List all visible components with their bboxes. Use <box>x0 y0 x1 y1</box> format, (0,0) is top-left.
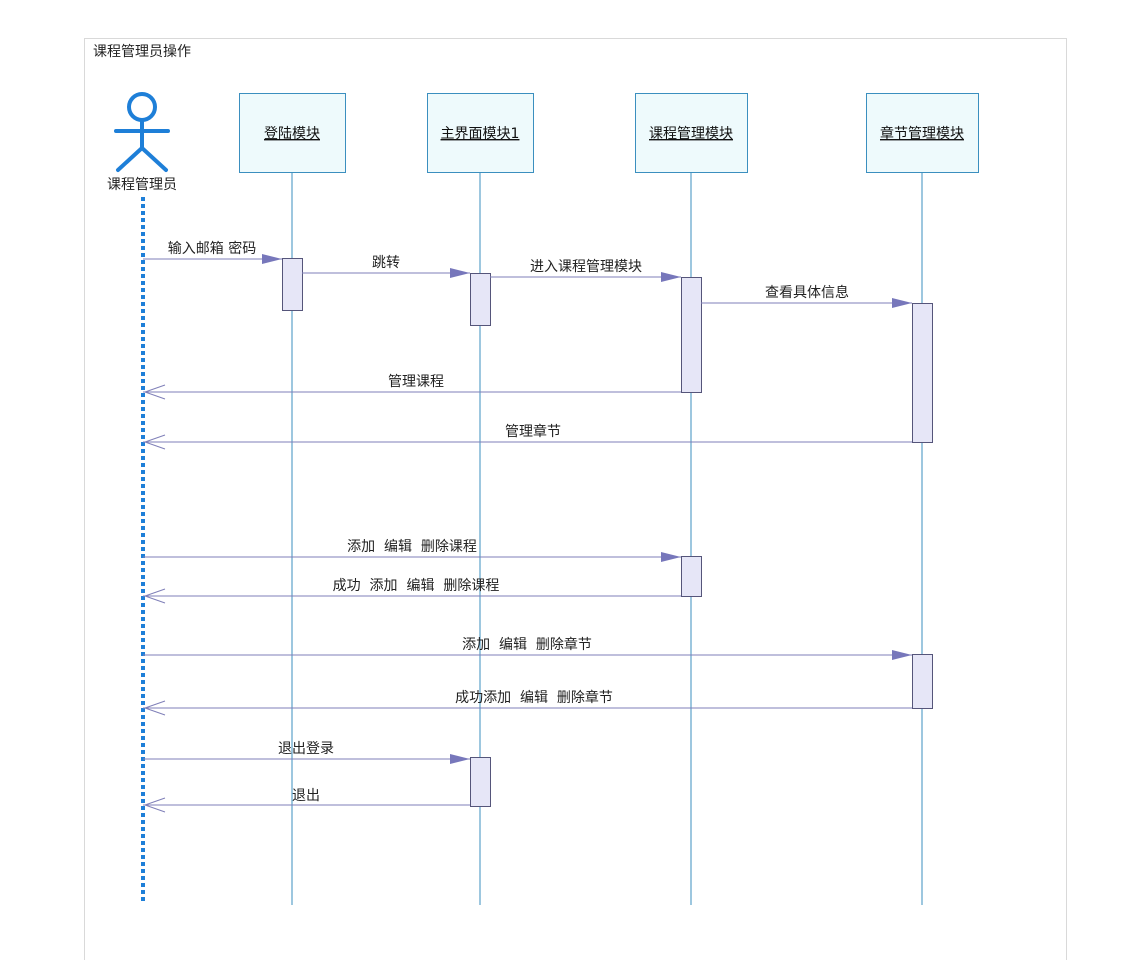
lifeline-chapter: 章节管理模块 <box>866 93 979 905</box>
activation-bar <box>470 273 491 326</box>
diagram-frame <box>84 38 1067 960</box>
message-return: 退出 <box>143 788 470 813</box>
call-arrowhead <box>892 650 912 660</box>
actor-figure <box>114 92 170 172</box>
message-return: 管理课程 <box>143 374 681 400</box>
frame-title: 课程管理员操作 <box>93 44 191 60</box>
return-arrowhead <box>143 434 166 450</box>
lifeline-label: 主界面模块1 <box>441 126 520 142</box>
activation-bar <box>912 303 933 443</box>
message-label: 输入邮箱 密码 <box>168 240 256 257</box>
message-call: 退出登录 <box>143 741 470 764</box>
message-label: 退出 <box>292 788 320 804</box>
message-label: 成功 添加 编辑 删除课程 <box>333 578 500 594</box>
message-call: 进入课程管理模块 <box>490 259 681 282</box>
lifeline-label: 登陆模块 <box>264 126 320 142</box>
message-label: 添加 编辑 删除课程 <box>347 539 477 555</box>
message-label: 进入课程管理模块 <box>530 259 642 275</box>
activation-bar <box>912 654 933 709</box>
activation-bar <box>470 757 491 807</box>
return-arrowhead <box>143 700 166 716</box>
lifeline-box <box>427 93 534 173</box>
activation-bar <box>681 556 702 597</box>
message-label: 查看具体信息 <box>765 284 849 301</box>
lifeline-login: 登陆模块 <box>239 93 346 905</box>
message-label: 跳转 <box>372 255 400 271</box>
activation-bars <box>282 258 933 807</box>
lifeline-course: 课程管理模块 <box>635 93 748 905</box>
actor-name: 课程管理员 <box>107 177 177 193</box>
call-arrowhead <box>450 268 470 278</box>
message-label: 管理章节 <box>505 423 561 440</box>
call-arrowhead <box>661 552 681 562</box>
stick-figure-actor-icon <box>114 92 170 172</box>
return-arrowhead <box>143 588 166 604</box>
lifeline-box <box>866 93 979 173</box>
message-call: 跳转 <box>302 255 470 278</box>
message-call: 添加 编辑 删除课程 <box>143 539 681 562</box>
lifeline-label: 课程管理模块 <box>649 126 733 142</box>
message-return: 管理章节 <box>143 423 912 450</box>
return-arrowhead <box>143 384 166 400</box>
message-label: 退出登录 <box>278 741 334 757</box>
activation-bar <box>681 277 702 393</box>
lifeline-label: 章节管理模块 <box>880 125 964 142</box>
message-label: 管理课程 <box>388 374 444 390</box>
lifeline-box <box>635 93 748 173</box>
call-arrowhead <box>892 298 912 308</box>
return-arrowhead <box>143 797 166 813</box>
lifeline-main: 主界面模块1 <box>427 93 534 905</box>
message-call: 查看具体信息 <box>701 284 912 308</box>
message-return: 成功 添加 编辑 删除课程 <box>143 578 681 604</box>
call-arrowhead <box>262 254 282 264</box>
call-arrowhead <box>661 272 681 282</box>
message-call: 输入邮箱 密码 <box>143 240 282 264</box>
message-label: 成功添加 编辑 删除章节 <box>455 689 613 706</box>
activation-bar <box>282 258 303 311</box>
call-arrowhead <box>450 754 470 764</box>
message-call: 添加 编辑 删除章节 <box>143 636 912 660</box>
message-label: 添加 编辑 删除章节 <box>462 636 592 653</box>
lifeline-box <box>239 93 346 173</box>
message-return: 成功添加 编辑 删除章节 <box>143 689 912 716</box>
